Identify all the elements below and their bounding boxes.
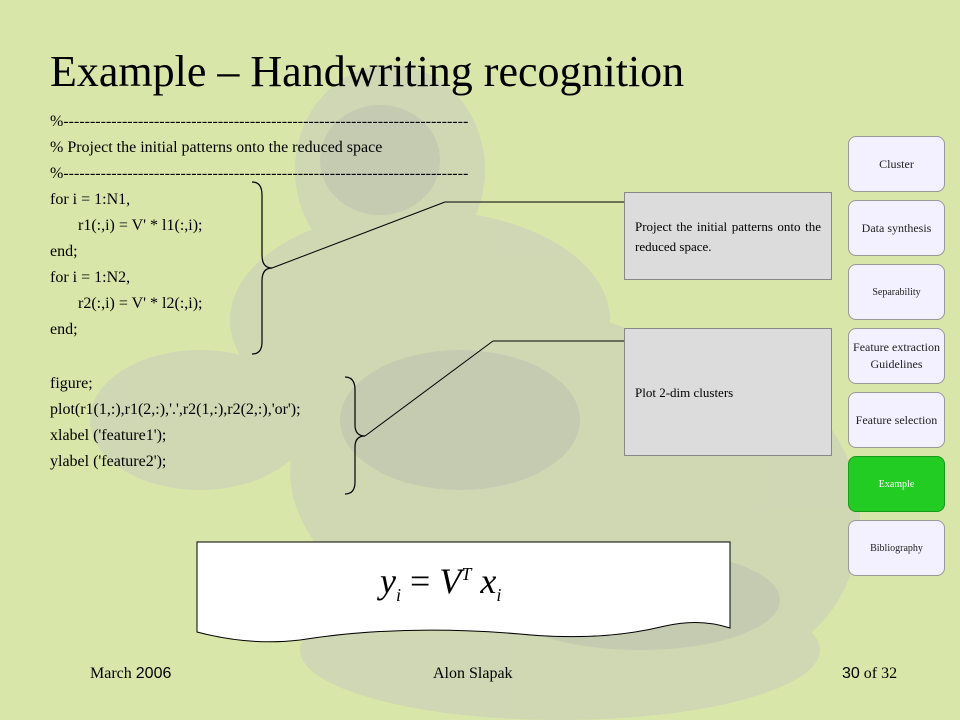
formula-equals: = [410, 561, 431, 601]
code-line: for i = 1:N1, [50, 191, 131, 208]
formula-y-sub: i [395, 585, 401, 606]
footer-author: Alon Slapak [433, 665, 513, 682]
code-line: r2(:,i) = V' * l2(:,i); [78, 295, 203, 312]
formula-v-sup: T [461, 564, 472, 584]
nav-button-feature-selection[interactable]: Feature selection [848, 392, 945, 448]
formula: yi = VT xi [380, 560, 501, 606]
footer-page: 30 [842, 665, 860, 682]
footer-year: 2006 [135, 665, 172, 682]
footer-page-number: 30 of 32 [842, 665, 897, 683]
nav-button-separability[interactable]: Separability [848, 264, 945, 320]
footer-date: March 2006 [90, 665, 171, 683]
formula-y: y [380, 561, 396, 601]
code-comment-line: % Project the initial patterns onto the … [50, 139, 383, 156]
nav-button-label: Feature selection [855, 412, 938, 427]
callout-plot: Plot 2-dim clusters [624, 328, 832, 456]
nav-button-data-synthesis[interactable]: Data synthesis [848, 200, 945, 256]
footer-month: March [90, 665, 132, 682]
code-line: xlabel ('feature1'); [50, 427, 167, 444]
formula-v: V [439, 561, 462, 601]
formula-x: x [480, 561, 497, 601]
callout-project: Project the initial patterns onto the re… [624, 192, 832, 280]
nav-button-label: Example [878, 478, 915, 490]
footer-of: of [863, 665, 878, 682]
nav-button-label: Cluster [879, 156, 914, 171]
code-line: figure; [50, 375, 93, 392]
code-line: end; [50, 243, 78, 260]
callout-project-text: Project the initial patterns onto the re… [635, 219, 821, 254]
nav-button-bibliography[interactable]: Bibliography [848, 520, 945, 576]
code-line: end; [50, 321, 78, 338]
nav-button-label: Feature extraction Guidelines [853, 340, 940, 371]
nav-button-cluster[interactable]: Cluster [848, 136, 945, 192]
code-line: for i = 1:N2, [50, 269, 131, 286]
nav-button-label: Data synthesis [861, 220, 932, 235]
footer-total: 32 [881, 665, 898, 682]
nav-button-feature-extraction[interactable]: Feature extraction Guidelines [848, 328, 945, 384]
code-line: ylabel ('feature2'); [50, 453, 167, 470]
nav-button-label: Separability [872, 286, 921, 298]
formula-x-sub: i [496, 585, 502, 606]
callout-plot-text: Plot 2-dim clusters [635, 385, 734, 400]
code-comment-line: %---------------------------------------… [50, 113, 469, 130]
code-comment-line: %---------------------------------------… [50, 165, 469, 182]
code-line: plot(r1(1,:),r1(2,:),'.',r2(1,:),r2(2,:)… [50, 401, 301, 418]
nav-button-example[interactable]: Example [848, 456, 945, 512]
nav-button-label: Bibliography [870, 542, 923, 554]
code-line: r1(:,i) = V' * l1(:,i); [78, 217, 203, 234]
slide-title: Example – Handwriting recognition [50, 47, 685, 96]
